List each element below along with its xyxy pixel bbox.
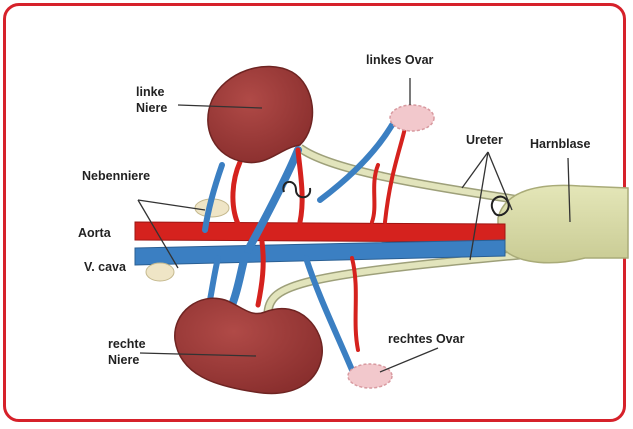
label-rechte-niere-line2: Niere: [108, 352, 146, 368]
left-ovary: [390, 105, 434, 131]
bladder: [498, 185, 628, 262]
aorta: [135, 222, 505, 242]
right-ovary: [348, 364, 392, 388]
label-aorta: Aorta: [78, 225, 111, 241]
label-rechtes-ovar: rechtes Ovar: [388, 331, 464, 347]
label-nebenniere: Nebenniere: [82, 168, 150, 184]
label-rechte-niere-line1: rechte: [108, 336, 146, 352]
label-linke-niere: linke Niere: [136, 84, 167, 116]
right-kidney: [175, 298, 322, 393]
label-linkes-ovar: linkes Ovar: [366, 52, 433, 68]
label-harnblase: Harnblase: [530, 136, 590, 152]
vessel-loops: [283, 182, 508, 215]
label-v-cava: V. cava: [84, 259, 126, 275]
label-rechte-niere: rechte Niere: [108, 336, 146, 368]
label-linke-niere-line1: linke: [136, 84, 167, 100]
adrenal-gland-right: [146, 263, 174, 281]
label-linke-niere-line2: Niere: [136, 100, 167, 116]
label-ureter: Ureter: [466, 132, 503, 148]
